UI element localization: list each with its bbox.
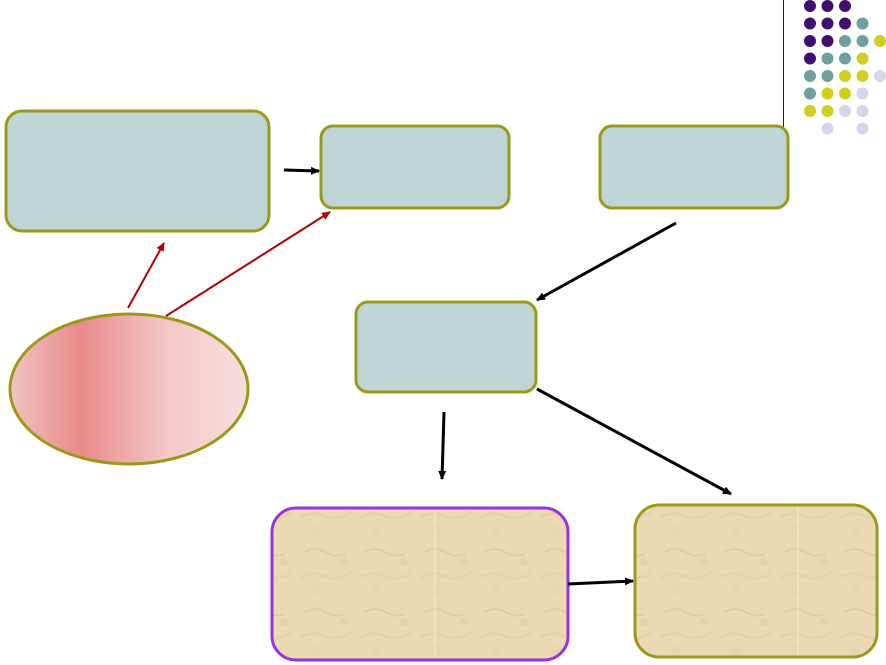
box-top-left — [4, 109, 271, 233]
decorative-dot — [856, 122, 869, 135]
decorative-dot — [821, 122, 834, 135]
decorative-dot — [839, 35, 851, 47]
decorative-dot — [804, 52, 816, 65]
decorative-divider-line — [783, 0, 784, 128]
decorative-dot — [856, 17, 869, 30]
decorative-dot — [839, 17, 851, 30]
ellipse-left — [8, 312, 250, 466]
decorative-dot — [821, 70, 834, 82]
decorative-dot — [821, 87, 834, 100]
box-top-right — [598, 124, 790, 210]
decorative-dot — [821, 52, 834, 65]
box-top-middle — [319, 124, 511, 210]
arrow-center-to-parchmentright — [536, 387, 732, 496]
decorative-dot — [804, 87, 816, 100]
arrow-center-to-parchmentleft — [438, 411, 447, 480]
decorative-dot — [804, 0, 816, 12]
decorative-dot — [804, 17, 816, 30]
decorative-dot — [856, 52, 869, 65]
decorative-dot — [821, 35, 834, 47]
decorative-dot — [874, 35, 886, 47]
decorative-dot — [821, 17, 834, 30]
decorative-dot — [856, 70, 869, 82]
decorative-dot — [839, 87, 851, 100]
decorative-dot — [856, 105, 869, 117]
arrow-ellipse-to-topmiddle — [165, 211, 331, 317]
arrow-ellipse-to-topleft — [127, 242, 165, 309]
decorative-dot — [821, 0, 834, 12]
decorative-dot — [856, 87, 869, 100]
decorative-dot — [839, 0, 851, 12]
parchment-right — [633, 503, 879, 659]
arrow-parchmentleft-to-parchmentright — [567, 577, 634, 586]
parchment-left — [270, 506, 570, 662]
decorative-dot — [804, 105, 816, 117]
decorative-dot — [821, 105, 834, 117]
decorative-dot — [804, 35, 816, 47]
decorative-dot — [839, 70, 851, 82]
decorative-dot — [839, 105, 851, 117]
decorative-dot-grid — [804, 0, 886, 135]
arrow-topright-to-center — [536, 221, 677, 302]
arrow-topleft-to-topmiddle — [283, 166, 320, 175]
decorative-dot — [839, 52, 851, 65]
decorative-dot — [804, 70, 816, 82]
decorative-dot — [856, 35, 869, 47]
box-center — [354, 300, 538, 394]
decorative-dot — [874, 70, 886, 82]
